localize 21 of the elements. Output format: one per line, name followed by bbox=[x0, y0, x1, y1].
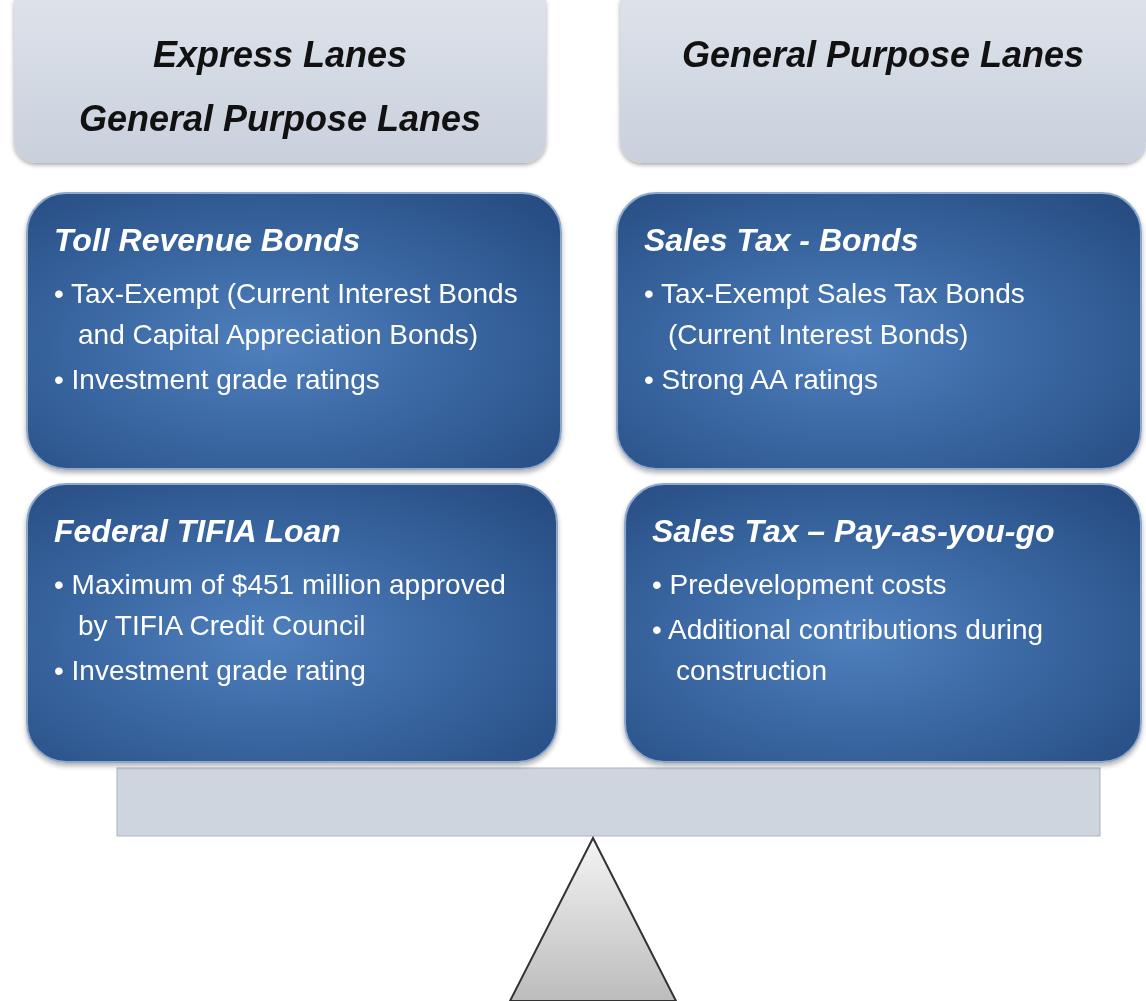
funding-card bbox=[26, 192, 562, 470]
bullet-item: • Tax-Exempt (Current Interest Bonds and Capital Appreciation Bonds) bbox=[54, 277, 518, 352]
bullet-item: • Additional contributions during construction bbox=[652, 613, 1045, 688]
funding-card bbox=[624, 483, 1142, 763]
header-text: Express Lanes bbox=[152, 34, 408, 76]
header-panel bbox=[620, 0, 1146, 163]
card-heading: Sales Tax – Pay-as-you-go bbox=[652, 513, 1056, 550]
card-heading: Sales Tax - Bonds bbox=[644, 222, 920, 259]
bullet-item: • Investment grade ratings bbox=[54, 363, 381, 397]
card-heading: Federal TIFIA Loan bbox=[54, 513, 342, 550]
card-heading: Toll Revenue Bonds bbox=[54, 222, 362, 259]
header-text: General Purpose Lanes bbox=[78, 98, 482, 140]
funding-card bbox=[26, 483, 558, 763]
bullet-item: • Strong AA ratings bbox=[644, 363, 879, 397]
bullet-item: • Investment grade rating bbox=[54, 654, 367, 688]
bullet-item: • Tax-Exempt Sales Tax Bonds (Current Interest Bonds) bbox=[644, 277, 1026, 352]
funding-card bbox=[616, 192, 1142, 470]
bullet-item: • Predevelopment costs bbox=[652, 568, 948, 602]
bullet-item: • Maximum of $451 million approved by TIFIA Credit Council bbox=[54, 568, 507, 643]
header-panel bbox=[14, 0, 546, 163]
header-text: General Purpose Lanes bbox=[681, 34, 1085, 76]
